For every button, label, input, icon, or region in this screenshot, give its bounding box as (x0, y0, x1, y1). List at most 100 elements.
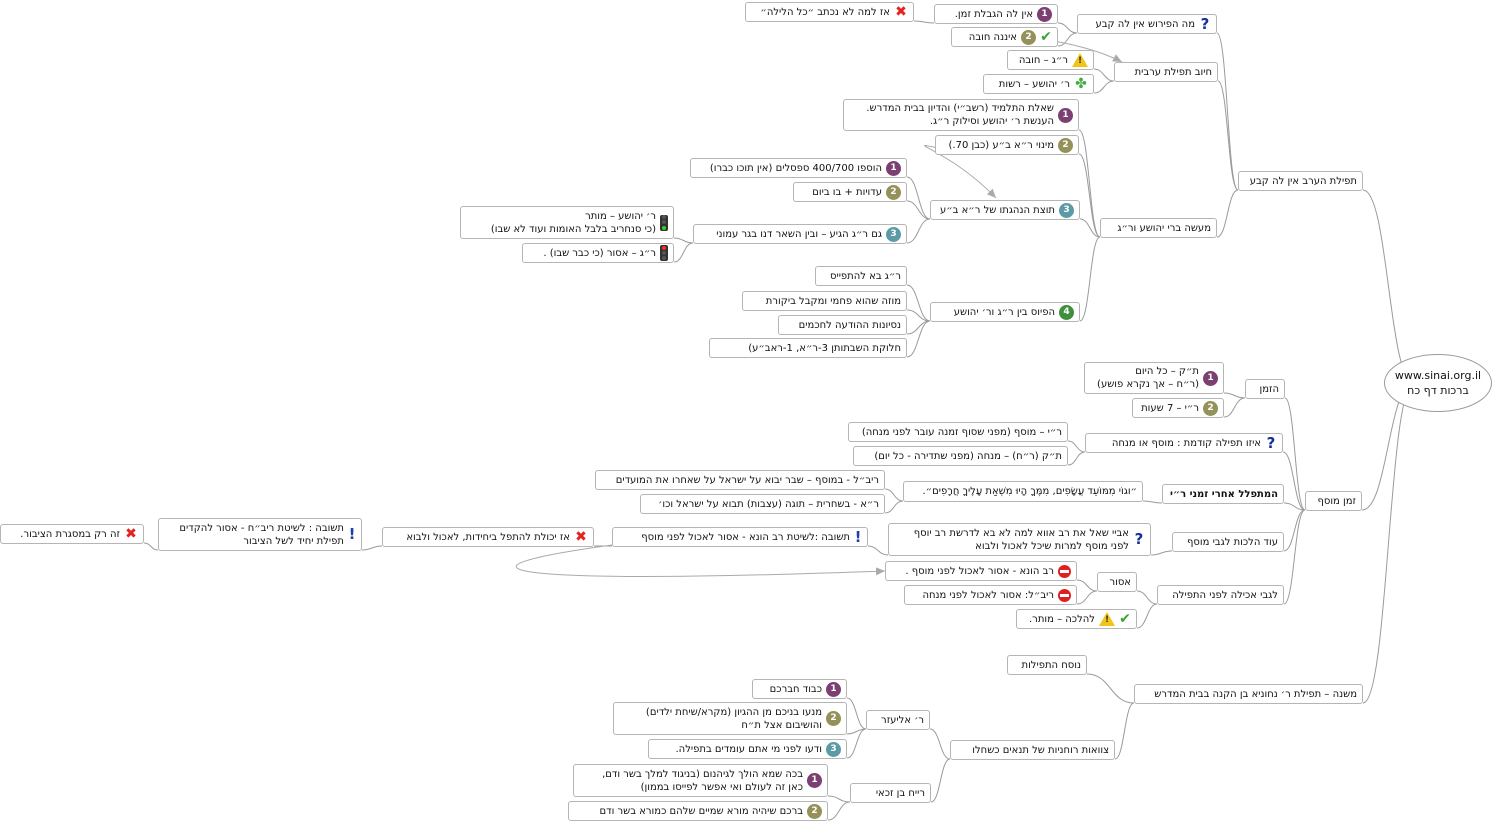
connector-b1-b1b (1223, 397, 1246, 418)
node-ry-optional[interactable]: ✤ר׳ יהושע – רשות (983, 74, 1094, 94)
connector-a3d-a3d4 (906, 320, 931, 358)
cross-icon: ✖ (125, 525, 137, 542)
node-evening-obligation[interactable]: חיוב תפילת ערבית (1114, 62, 1218, 82)
number-4-icon: 4 (1059, 304, 1074, 320)
node-verse[interactable]: ״וגוֹי מִמּוֹעֵד עֲשָׂפִים, מִמֶּךָ הָיו… (903, 481, 1143, 502)
node-tk-mincha[interactable]: ת״ק (ר״ח) – מנחה (מפני שתדירה - כל יום) (853, 446, 1068, 466)
node-more-laws[interactable]: עוד הלכות לגבי מוסף (1172, 532, 1284, 552)
node-rabbi-eliezer[interactable]: ר׳ אליעזר (866, 710, 930, 730)
question-icon: ? (1266, 433, 1276, 452)
node-praying-after-time[interactable]: המתפלל אחרי זמני ר״י (1162, 484, 1284, 504)
question-icon: ? (1200, 14, 1210, 33)
node-ry-musaf[interactable]: ר״י – מוסף (מפני שסוף זמנה עובר לפני מנח… (848, 422, 1068, 442)
node-forbidden[interactable]: אסור (1097, 572, 1137, 592)
node-rav-huna-forbid[interactable]: רב הונא - אסור לאכול לפני מוסף . (885, 561, 1077, 581)
node-evening-prayer[interactable]: תפילת הערב אין לה קבע (1238, 171, 1363, 191)
connector-a3-a3b (1078, 153, 1101, 238)
number-2-icon: 2 (826, 711, 841, 726)
number-2-icon: 2 (1203, 400, 1218, 416)
root-line-2: ברכות דף כח (1407, 384, 1469, 397)
node-ry-permitted[interactable]: ר׳ יהושע – מותר (כי סנחריב בלבל האומות ו… (460, 206, 674, 239)
node-ra-shacharit[interactable]: ר״א - בשחרית – תוגה (עצבות) תבוא על ישרא… (640, 494, 885, 514)
connector-a1-a1b (1057, 32, 1078, 47)
connector-b1-b1a (1223, 392, 1246, 399)
connector-a3-a3d (1079, 236, 1101, 322)
node-rg-forbidden[interactable]: ר״ג – אסור (כי כבר שבו) . (522, 243, 674, 263)
number-1-icon: 1 (826, 681, 841, 697)
node-which-first[interactable]: ?איזו תפילה קודמת : מוסף או מנחה (1085, 433, 1283, 453)
connector-root-a (1362, 189, 1415, 384)
question-icon: ? (1134, 530, 1144, 548)
node-ribal-musaf[interactable]: ריב״ל - במוסף – שבר יבוא על ישראל על שאח… (595, 470, 885, 490)
no-entry-icon (1058, 588, 1071, 602)
node-prayer-text[interactable]: נוסח התפילות (1007, 655, 1087, 675)
node-meaning-of-no-fixed-time[interactable]: ?מה הפירוש אין לה קבע (1077, 14, 1217, 34)
connector-a3d-a3d3 (906, 320, 931, 335)
connector-b4-b4a (1150, 550, 1173, 556)
node-rg-obligation[interactable]: ר״ג – חובה (1007, 50, 1094, 70)
connector-a3c-a3c1 (906, 176, 931, 220)
node-admits[interactable]: מוזה שהוא פחמי ומקבל ביקורת (742, 291, 907, 311)
connector-a3c3-a3c3b (673, 242, 694, 263)
connector-a-a3 (1216, 189, 1239, 238)
node-rg-came[interactable]: ר״ג בא להתפייס (815, 266, 907, 286)
node-musaf-time[interactable]: זמן מוסף (1305, 491, 1362, 511)
connector-b5a-b5a2 (1076, 590, 1098, 605)
node-ribal-forbid[interactable]: ריב״ל: אסור לאכול לפני מנחה (904, 585, 1077, 605)
node-why-not-all-night[interactable]: ✖אז למה לא נכתב ״כל הלילה״ (745, 2, 914, 22)
connector-b2-b2b (1067, 451, 1086, 466)
connector-a3d-a3d2 (906, 309, 931, 322)
node-only-public[interactable]: ✖זה רק במסגרת הציבור. (0, 524, 144, 544)
node-shabbat-division[interactable]: חלוקת השבתותן 3-ר״א, 1-ראב״ע) (709, 338, 907, 358)
node-answer-rav-huna[interactable]: !תשובה :לשיטת רב הונא - אסור לאכול לפני … (612, 527, 868, 547)
green-light-icon (660, 214, 668, 231)
connector-a3-a3c (1079, 218, 1101, 238)
node-ryb-zakai[interactable]: רייח בן זכאי (850, 783, 931, 803)
node-rg-ry-story[interactable]: מעשה ברי יהושע ור״ג (1100, 218, 1217, 238)
number-2-icon: 2 (1058, 137, 1073, 153)
connector-root-c (1362, 382, 1415, 704)
connector-a3c-a3c2 (906, 200, 931, 220)
node-could-pray-alone[interactable]: ✖אז יכולת להתפל ביחידות, לאכול ולבוא (382, 527, 594, 547)
connector-a-a2 (1217, 80, 1239, 191)
connector-a3d-a3d1 (906, 284, 931, 322)
node-mishna-nechunia[interactable]: משנה – תפילת ר׳ נחוניא בן הקנה בבית המדר… (1134, 684, 1363, 704)
connector-c2b-c2b1 (827, 795, 851, 803)
node-spiritual-wills[interactable]: צוואות רוחניות של תנאים כשחלו (950, 740, 1115, 760)
node-eating-before-prayer[interactable]: לגבי אכילה לפני התפילה (1157, 585, 1284, 605)
number-1-icon: 1 (1058, 107, 1073, 123)
number-3-icon: 3 (886, 226, 901, 242)
connector-b3-b3a (1142, 500, 1163, 504)
connector-c2-c2a (929, 728, 951, 760)
root-node[interactable]: www.sinai.org.il ברכות דף כח (1384, 354, 1492, 412)
node-the-time[interactable]: הזמן (1245, 379, 1285, 399)
node-abaye-question[interactable]: ?אביי שאל את רב אווא למה לא בא לדרשת רב … (888, 523, 1151, 556)
no-entry-icon (1058, 564, 1071, 578)
connector-c2-c2b (930, 758, 951, 803)
node-halacha-permitted[interactable]: ✔להלכה – מותר. (1016, 609, 1137, 629)
connector-c-c1 (1086, 673, 1135, 704)
connector-b-b5 (1283, 509, 1306, 605)
connector-c2a-c2a1 (846, 697, 867, 730)
connector-c2b-c2b2 (827, 801, 851, 821)
connector-a-a1 (1216, 32, 1239, 191)
cross-icon: ✖ (895, 3, 907, 20)
node-attempts[interactable]: נסיונות ההודעה לחכמים (778, 315, 907, 335)
node-answer-ribach[interactable]: !תשובה : לשיטת ריב״ח - אסור להקדים תפילת… (158, 518, 362, 551)
